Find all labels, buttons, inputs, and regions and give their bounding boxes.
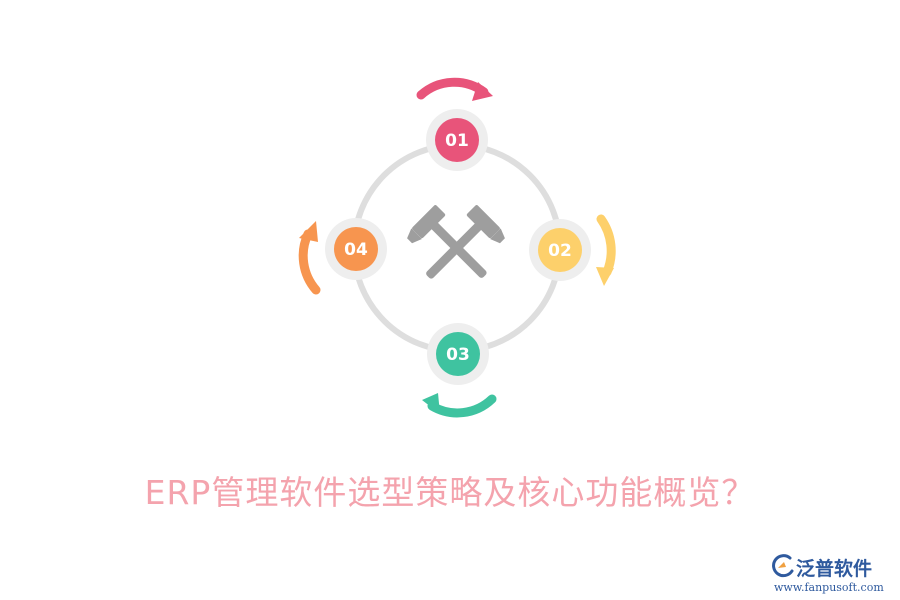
node-01-badge — [435, 118, 479, 162]
page-title: ERP管理软件选型策略及核心功能概览？ — [144, 473, 756, 512]
node-03-badge — [436, 332, 480, 376]
node-02-label: 02 — [548, 241, 572, 261]
node-03: 03 — [427, 323, 489, 385]
node-04-label: 04 — [344, 240, 368, 260]
node-03-label: 03 — [446, 345, 470, 365]
node-01: 01 — [426, 109, 488, 171]
brand-logo: 泛普软件 www.fanpusoft.com — [770, 550, 894, 596]
brand-mark-icon — [772, 554, 794, 578]
brand-url: www.fanpusoft.com — [774, 581, 884, 594]
arrow-left — [298, 221, 321, 295]
node-02: 02 — [529, 219, 591, 281]
arrow-bottom — [422, 393, 497, 418]
node-01-label: 01 — [445, 131, 469, 151]
node-02-badge — [538, 228, 582, 272]
crossed-hammers-icon — [407, 205, 505, 279]
brand-name: 泛普软件 — [796, 558, 873, 580]
arrow-right — [596, 214, 616, 286]
node-04: 04 — [325, 218, 387, 280]
node-04-badge — [334, 227, 378, 271]
arrow-top — [416, 77, 493, 101]
